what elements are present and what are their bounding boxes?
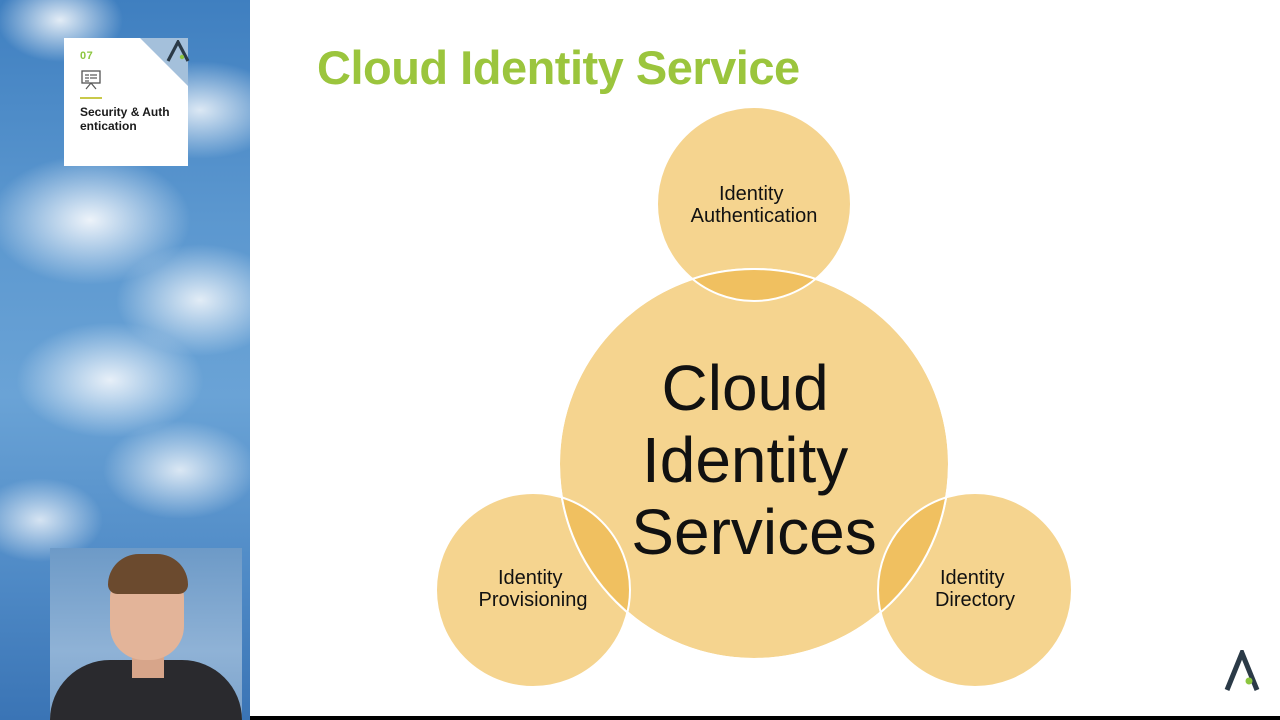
directory-label-line: Directory [935,589,1015,611]
presentation-board-icon [81,70,101,90]
directory-label-line: Identity [940,567,1004,589]
authentication-label-line: Authentication [691,205,818,227]
chapter-number: 07 [80,50,94,62]
directory-label: Identity Directory [935,567,1015,611]
authentication-label-line: Identity [719,183,783,205]
center-label-line: Services [631,496,876,568]
center-label-line: Cloud [662,352,829,424]
slide-title: Cloud Identity Service [317,41,800,94]
center-label: Cloud Identity Services [631,352,876,568]
presenter-webcam [50,548,242,720]
provisioning-label-line: Identity [498,567,562,589]
a-logo-icon [166,40,190,62]
authentication-label: Identity Authentication [691,183,818,227]
chapter-title: Security & Authentication [80,105,170,133]
provisioning-label-line: Provisioning [479,589,588,611]
a-logo-icon [1224,650,1260,691]
presenter-hair [108,554,188,594]
provisioning-label: Identity Provisioning [479,567,588,611]
slide: Cloud Identity Service Cloud Identity Se… [250,0,1280,716]
venn-diagram: Cloud Identity Services Identity Authent… [435,106,1073,688]
chapter-divider [80,97,102,99]
overlap-authentication [656,269,852,302]
center-label-line: Identity [642,424,848,496]
